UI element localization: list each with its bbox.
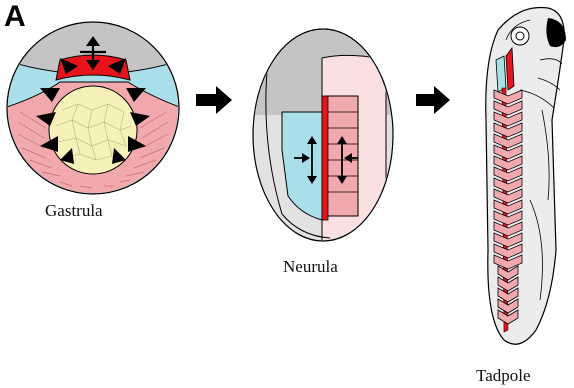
- caption-tadpole: Tadpole: [476, 366, 531, 386]
- gastrula-diagram: [4, 22, 182, 195]
- neurula-diagram: [250, 25, 400, 250]
- caption-gastrula: Gastrula: [45, 201, 103, 221]
- caption-neurula: Neurula: [283, 257, 338, 277]
- right-arrow-icon: [196, 86, 232, 114]
- tadpole-diagram: [486, 7, 566, 344]
- right-arrow-icon: [416, 86, 450, 114]
